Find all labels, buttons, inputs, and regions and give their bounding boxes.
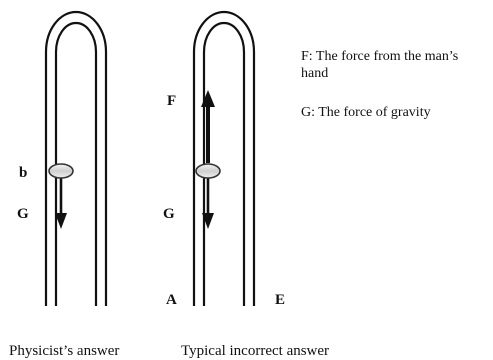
legend-hand-force-line1: F: The force from the man’s <box>301 49 458 64</box>
incorrect-diagram: F G A E Typical incorrect answer <box>163 10 329 359</box>
left-bead-label: b <box>19 165 27 181</box>
right-track-outer <box>192 10 256 306</box>
legend-hand-force-line2: hand <box>301 66 328 81</box>
left-track-outer <box>44 10 108 306</box>
start-point-label: A <box>166 292 177 308</box>
left-track-inner <box>54 21 98 306</box>
legend: F: The force from the man’s hand G: The … <box>301 49 458 120</box>
right-gravity-label: G <box>163 206 175 222</box>
right-track-inner <box>202 21 246 306</box>
left-bead <box>48 163 74 179</box>
legend-gravity: G: The force of gravity <box>301 105 431 120</box>
right-gravity-arrow-head <box>202 213 214 229</box>
physicist-diagram: b G Physicist’s answer <box>9 10 119 359</box>
hand-force-label: F <box>167 93 176 109</box>
right-caption: Typical incorrect answer <box>181 343 329 359</box>
left-gravity-arrow-head <box>55 213 67 229</box>
end-point-label: E <box>275 292 285 308</box>
hand-force-arrow-head <box>201 90 215 107</box>
right-bead <box>195 163 221 179</box>
left-gravity-label: G <box>17 206 29 222</box>
left-caption: Physicist’s answer <box>9 343 119 359</box>
